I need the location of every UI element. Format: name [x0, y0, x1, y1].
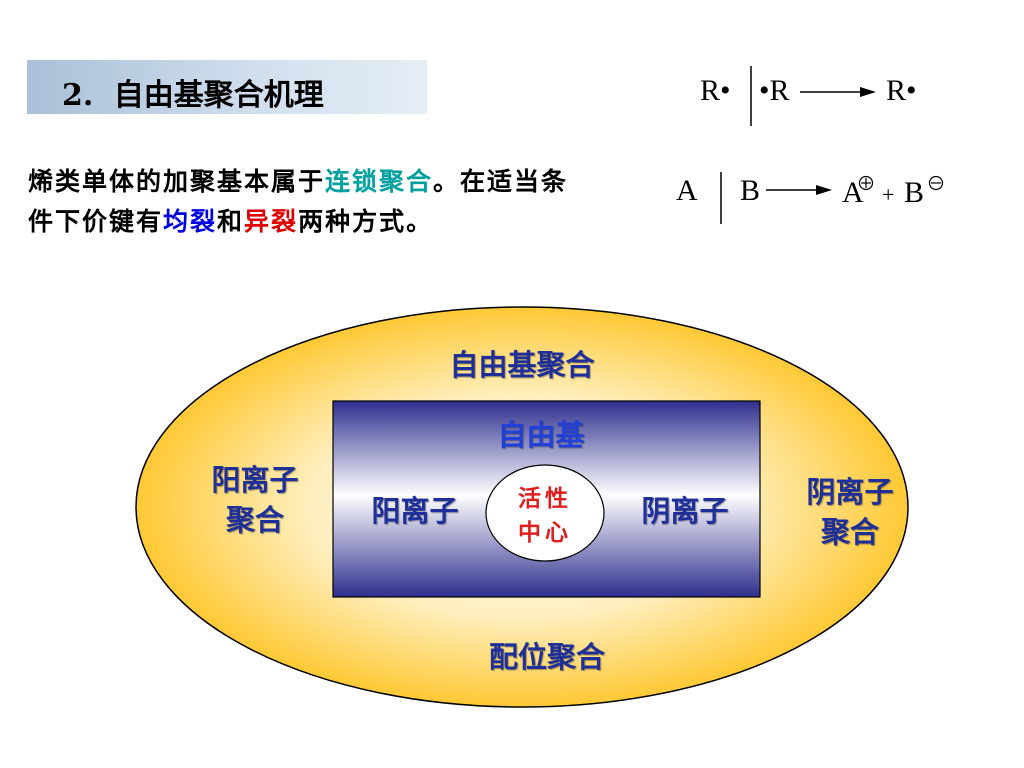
term-homolysis: 均裂 [163, 207, 218, 236]
label-cation: 阳离子 [371, 494, 459, 528]
para-text-and: 和 [217, 207, 245, 236]
rxn1-arrow-head [860, 87, 876, 97]
para-text-3: 两种方式。 [298, 207, 434, 236]
rxn2-product-a: A [842, 176, 864, 209]
rxn2-right: B [740, 174, 761, 207]
label-free-radical-polymerization: 自由基聚合 [449, 348, 595, 382]
slide-title: 2. 自由基聚合机理 [62, 70, 324, 114]
para-text-1: 烯类单体的加聚基本属于 [28, 167, 326, 196]
label-anion: 阴离子 [641, 494, 729, 528]
para-text-2: 。在适当条件下价键有 [28, 167, 569, 236]
term-heterolysis: 异裂 [244, 207, 299, 236]
rxn2-plus: + [882, 182, 895, 207]
title-number: 2. [62, 78, 94, 113]
label-cationic-polymerization: 阳离子 聚合 [211, 463, 299, 537]
rxn2-arrow-head [816, 185, 832, 195]
center-line-1: 活性 [518, 485, 572, 512]
title-banner [27, 60, 427, 114]
plus-charge-icon [858, 175, 874, 191]
rxn2-left: A [676, 174, 698, 207]
minus-charge-icon [928, 175, 944, 191]
title-label: 自由基聚合机理 [113, 78, 324, 113]
label-coordination-polymerization: 配位聚合 [488, 640, 605, 674]
rxn1-left: R• [700, 74, 731, 107]
term-chain-polymerization: 连锁聚合 [325, 167, 434, 196]
label-free-radical: 自由基 [497, 418, 585, 452]
label-active-center: 活性 中心 [495, 482, 595, 550]
rxn2-product-b: B [904, 176, 925, 209]
intro-paragraph: 烯类单体的加聚基本属于连锁聚合。在适当条件下价键有均裂和异裂两种方式。 [28, 162, 588, 242]
center-ellipse [485, 464, 605, 562]
label-anionic-polymerization: 阴离子 聚合 [806, 475, 894, 549]
rxn1-right: •R [759, 74, 790, 107]
center-line-2: 中心 [518, 519, 572, 546]
rxn1-product: R• [886, 74, 917, 107]
